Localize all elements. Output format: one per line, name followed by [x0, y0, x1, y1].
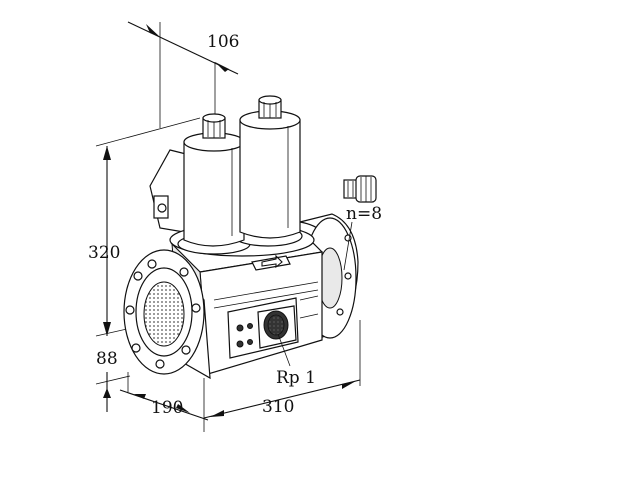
- dimension-310: 310: [203, 320, 361, 432]
- screws-callout: n=8: [343, 204, 382, 271]
- dimension-106: 106: [127, 21, 239, 128]
- dim-320-label: 320: [88, 243, 120, 263]
- dim-106-label: 106: [207, 32, 239, 52]
- cable-gland: [343, 175, 377, 203]
- right-solenoid: [239, 95, 301, 239]
- left-flange: [123, 249, 211, 380]
- left-solenoid: [183, 113, 245, 247]
- screws-label: n=8: [346, 204, 382, 224]
- dim-190-label: 190: [151, 398, 183, 418]
- dimension-190: 190: [119, 372, 209, 421]
- dim-88-label: 88: [96, 349, 118, 369]
- connector-box: [149, 149, 187, 233]
- port-callout: Rp 1: [276, 333, 316, 388]
- dimension-320: 320: [88, 117, 201, 337]
- dimension-88: 88: [95, 349, 131, 412]
- dim-310-label: 310: [262, 397, 294, 417]
- port-label: Rp 1: [276, 368, 316, 388]
